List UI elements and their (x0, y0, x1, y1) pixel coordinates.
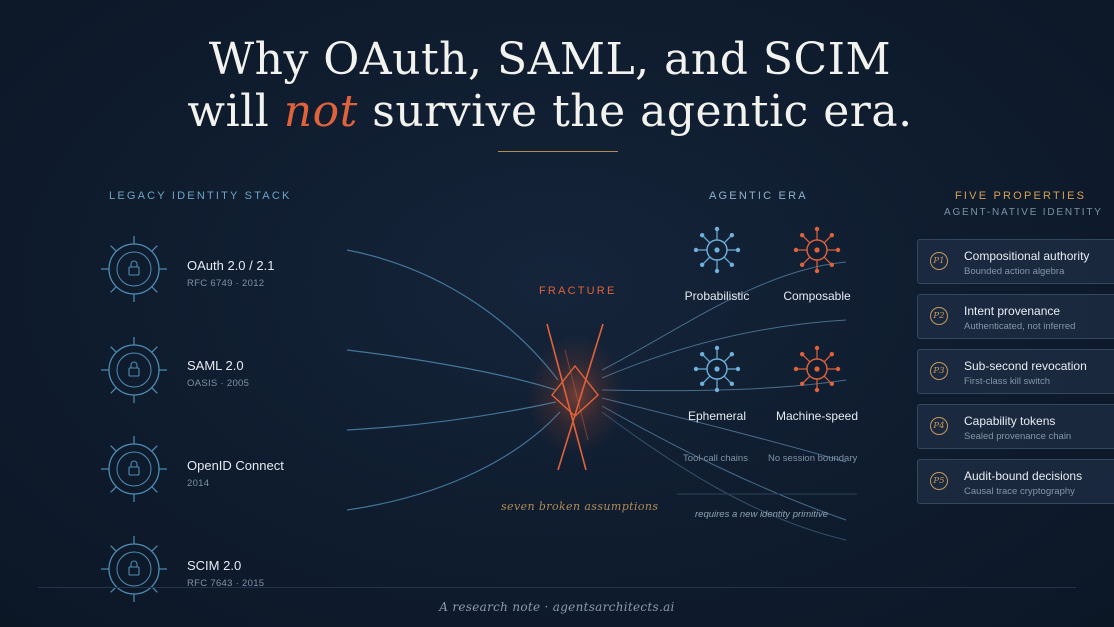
scim-lock-icon (100, 535, 168, 603)
title-emphasis: not (283, 86, 358, 137)
title-line-2-pre: will (187, 86, 284, 137)
legacy-stack-label: LEGACY IDENTITY STACK (109, 190, 292, 202)
tag-no-session-boundary: No session boundary (768, 453, 858, 464)
title-line-2: will not survive the agentic era. (0, 86, 1100, 138)
fracture-glow (528, 335, 624, 455)
agentic-node-composable: Composable (783, 289, 851, 303)
property-subtitle: Bounded action algebra (964, 266, 1065, 277)
property-card-p3[interactable]: P3 Sub-second revocation First-class kil… (917, 349, 1114, 394)
title-divider (498, 151, 618, 152)
property-title: Capability tokens (964, 414, 1056, 428)
agentic-node-ephemeral: Ephemeral (687, 409, 747, 423)
agentic-connectors (601, 261, 847, 541)
oauth-lock-icon (100, 235, 168, 303)
property-card-p2[interactable]: P2 Intent provenance Authenticated, not … (917, 294, 1114, 339)
legacy-item-name: SCIM 2.0 (187, 558, 242, 573)
property-badge: P5 (930, 472, 948, 490)
five-properties-sublabel: AGENT-NATIVE IDENTITY (944, 207, 1103, 218)
property-title: Sub-second revocation (964, 359, 1087, 373)
legacy-item-saml: SAML 2.0 OASIS · 2005 (187, 358, 249, 389)
connector-oidc (346, 401, 557, 431)
legacy-item-oauth: OAuth 2.0 / 2.1 RFC 6749 · 2012 (187, 258, 274, 289)
legacy-item-name: OpenID Connect (187, 458, 284, 473)
legacy-item-scim: SCIM 2.0 RFC 7643 · 2015 (187, 558, 264, 589)
fracture-glyph (546, 323, 604, 471)
connector-out-6 (601, 411, 847, 541)
footer-divider (38, 587, 1076, 588)
property-subtitle: First-class kill switch (964, 376, 1051, 387)
connector-out-3 (601, 379, 847, 392)
saml-lock-icon (100, 336, 168, 404)
agentic-era-label: AGENTIC ERA (709, 190, 808, 202)
requirement-note: requires a new identity primitive (695, 509, 829, 520)
legacy-item-name: SAML 2.0 (187, 358, 244, 373)
footer-credit[interactable]: A research note · agentsarchitects.ai (439, 600, 675, 614)
legacy-item-sub: OASIS · 2005 (187, 378, 250, 389)
property-badge: P3 (930, 362, 948, 380)
connector-scim (346, 411, 561, 511)
property-badge: P1 (930, 252, 948, 270)
agentic-node-probabilistic: Probabilistic (684, 289, 750, 303)
property-card-p4[interactable]: P4 Capability tokens Sealed provenance c… (917, 404, 1114, 449)
connector-out-2 (601, 319, 847, 379)
legacy-item-sub: RFC 7643 · 2015 (187, 578, 265, 589)
property-title: Compositional authority (964, 249, 1090, 263)
legacy-connectors (346, 249, 561, 511)
property-badge: P2 (930, 307, 948, 325)
connector-out-1 (601, 261, 847, 371)
agentic-node-icon (693, 226, 741, 274)
agentic-node-icon (793, 345, 841, 393)
property-subtitle: Causal trace cryptography (964, 486, 1075, 497)
connector-out-4 (601, 397, 847, 463)
agentic-node-machine-speed: Machine-speed (775, 409, 859, 423)
tag-tool-call-chains: Tool-call chains (683, 453, 748, 464)
five-properties-label: FIVE PROPERTIES (955, 190, 1087, 202)
property-card-p1[interactable]: P1 Compositional authority Bounded actio… (917, 239, 1114, 284)
legacy-item-sub: RFC 6749 · 2012 (187, 278, 265, 289)
agentic-node-icons (693, 226, 841, 393)
legacy-item-name: OAuth 2.0 / 2.1 (187, 258, 275, 273)
title-line-1: Why OAuth, SAML, and SCIM (208, 34, 892, 85)
title-line-2-post: survive the agentic era. (357, 86, 913, 137)
agentic-node-icon (793, 226, 841, 274)
legacy-item-sub: 2014 (187, 478, 210, 489)
fracture-label: FRACTURE (539, 285, 617, 297)
connector-saml (346, 349, 557, 391)
property-title: Audit-bound decisions (964, 469, 1083, 483)
property-card-p5[interactable]: P5 Audit-bound decisions Causal trace cr… (917, 459, 1114, 504)
property-badge: P4 (930, 417, 948, 435)
property-subtitle: Sealed provenance chain (964, 431, 1072, 442)
agentic-node-icon (693, 345, 741, 393)
page-title: Why OAuth, SAML, and SCIM will not survi… (0, 34, 1100, 138)
connector-out-5 (601, 405, 847, 521)
fracture-note: seven broken assumptions (501, 500, 659, 513)
connector-oauth (346, 249, 559, 381)
legacy-item-oidc: OpenID Connect 2014 (187, 458, 284, 489)
property-title: Intent provenance (964, 304, 1061, 318)
property-subtitle: Authenticated, not inferred (964, 321, 1076, 332)
oidc-lock-icon (100, 435, 168, 503)
